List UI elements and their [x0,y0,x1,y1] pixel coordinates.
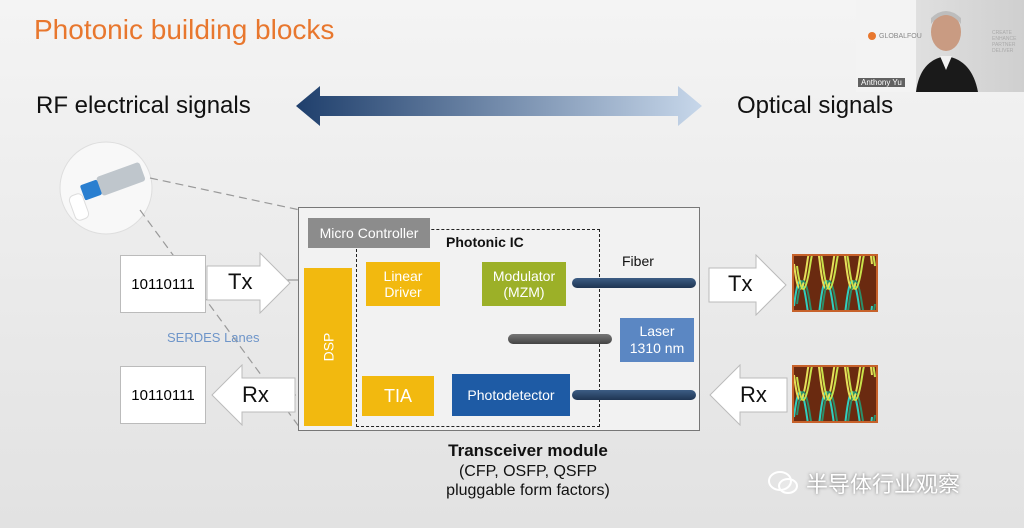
tx-label-left: Tx [228,269,253,294]
laser-block: Laser 1310 nm [620,318,694,362]
presenter-avatar [916,11,978,92]
rx-label-left: Rx [242,382,269,407]
module-title: Transceiver module [448,441,608,460]
rx-eye-diagram [792,365,878,423]
dsp-block: DSP [304,268,352,426]
globalfoundries-logo: GLOBALFOU [868,32,922,40]
photonic-ic-region [356,229,600,427]
tia-block: TIA [362,376,434,416]
fiber-tx [572,278,696,288]
rx-arrow-left-icon [211,364,296,426]
rf-signals-label: RF electrical signals [36,92,251,119]
modulator-block: Modulator (MZM) [482,262,566,306]
photonic-ic-label: Photonic IC [446,234,524,250]
wechat-icon [768,471,798,494]
fiber-label: Fiber [622,253,654,269]
tx-arrow-left-icon [206,252,291,314]
presenter-name: Anthony Yu [858,78,905,87]
rx-arrow-right-icon [709,364,788,426]
watermark: 半导体行业观察 [768,467,960,499]
tx-binary-box: 10110111 [120,255,206,313]
module-subtitle-1: (CFP, OSFP, QSFP [458,463,598,480]
transceiver-photo [59,141,153,235]
linear-driver-block: Linear Driver [366,262,440,306]
watermark-text: 半导体行业观察 [806,472,961,497]
photodetector-block: Photodetector [452,374,570,416]
rx-binary-box: 10110111 [120,366,206,424]
slide-title: Photonic building blocks [34,14,335,45]
optical-signals-label: Optical signals [737,92,894,119]
tx-arrow-right-icon [708,254,787,316]
module-subtitle-2: pluggable form factors) [446,482,610,499]
double-arrow-icon [296,86,702,126]
fiber-rx [572,390,696,400]
tx-label-right: Tx [728,271,753,296]
laser-waveguide [508,334,612,344]
module-caption: Transceiver module (CFP, OSFP, QSFP plug… [378,441,678,500]
tx-eye-diagram [792,254,878,312]
serdes-label: SERDES Lanes [167,330,260,345]
rx-label-right: Rx [740,382,767,407]
micro-controller-block: Micro Controller [308,218,430,248]
